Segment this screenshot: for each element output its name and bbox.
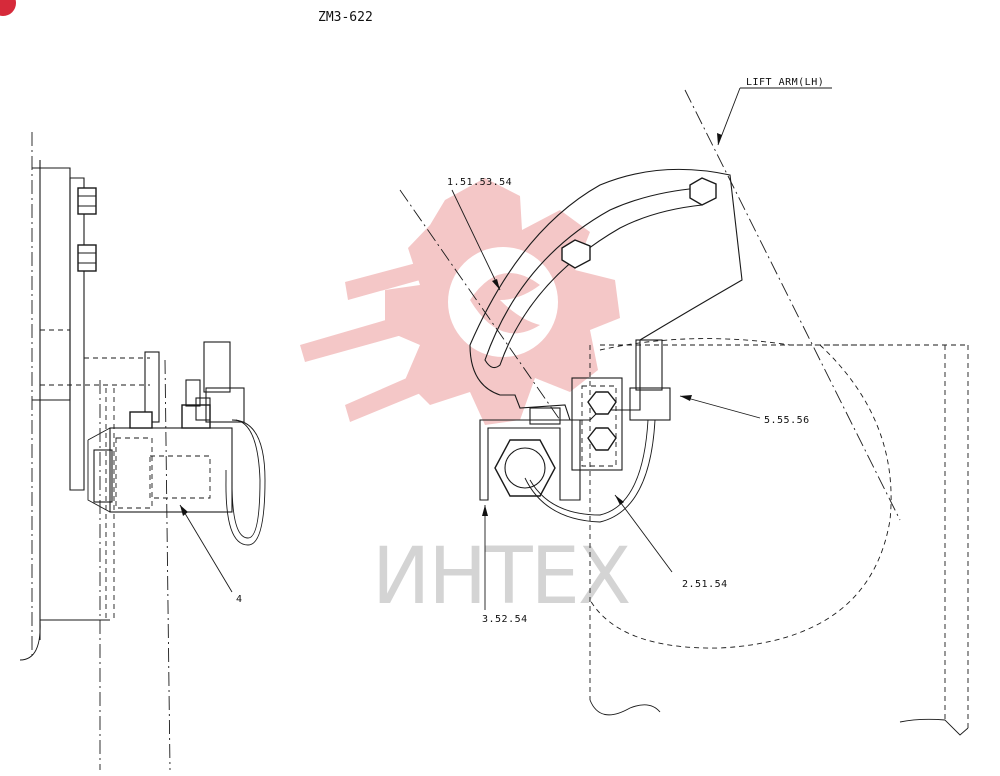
label-part-5: 5.55.56 [764,415,810,426]
corner-badge-icon [0,0,16,16]
drawing-title: ZM3-622 [318,10,373,25]
watermark-text: ИНТЕХ [372,532,629,622]
front-view [399,87,969,736]
label-part-4: 4 [236,594,243,605]
side-view [19,132,266,771]
label-part-2: 2.51.54 [682,579,728,590]
label-lift-arm: LIFT ARM(LH) [746,77,824,88]
label-part-1: 1.51.53.54 [447,177,512,188]
label-part-3: 3.52.54 [482,614,528,625]
leader-4 [179,504,233,593]
